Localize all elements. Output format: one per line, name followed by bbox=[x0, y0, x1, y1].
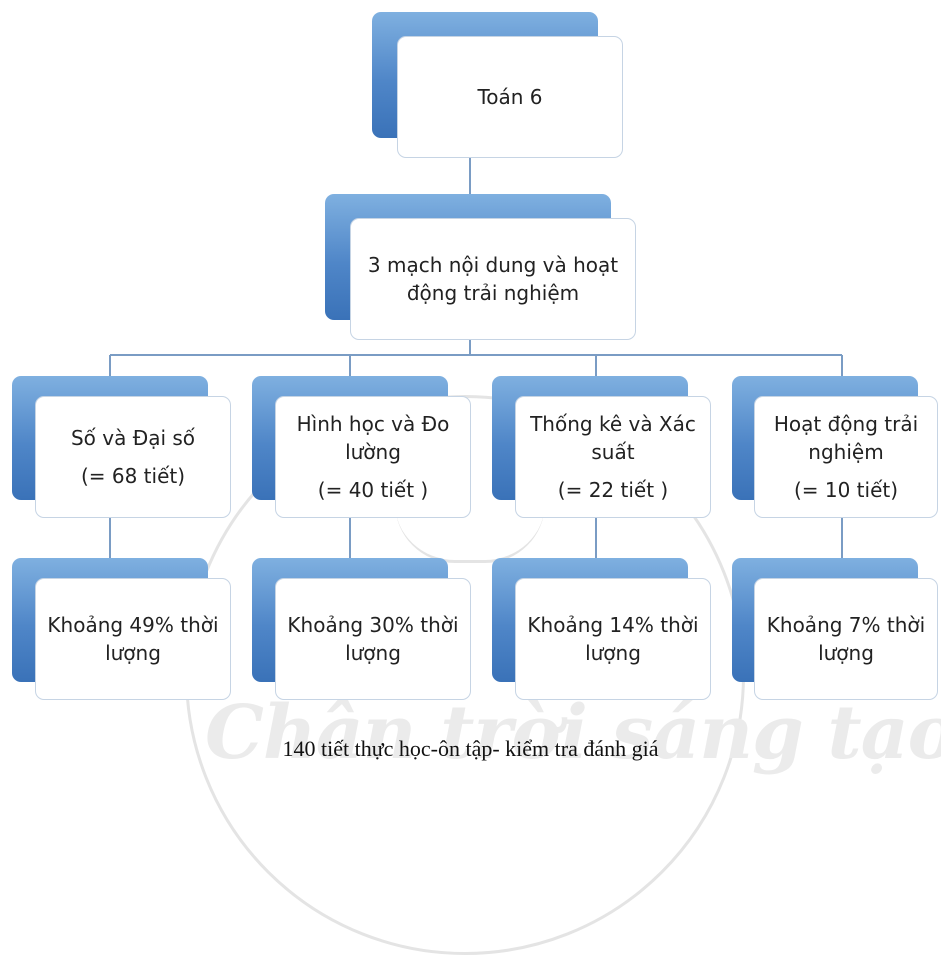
share-node-hinh-hoc: Khoảng 30% thời lượng bbox=[275, 578, 471, 700]
share-text: Khoảng 30% thời lượng bbox=[287, 613, 459, 665]
share-text: Khoảng 49% thời lượng bbox=[47, 613, 219, 665]
strand-node-hinh-hoc: Hình học và Đo lường (= 40 tiết ) bbox=[275, 396, 471, 518]
share-node-hoat-dong: Khoảng 7% thời lượng bbox=[754, 578, 938, 700]
strand-hours: (= 22 tiết ) bbox=[557, 478, 669, 502]
strand-name: Hình học và Đo lường bbox=[296, 412, 450, 464]
share-text: Khoảng 14% thời lượng bbox=[527, 613, 699, 665]
strand-hours: (= 68 tiết) bbox=[80, 464, 186, 488]
strand-name: Thống kê và Xác suất bbox=[530, 412, 696, 464]
strand-node-thong-ke: Thống kê và Xác suất (= 22 tiết ) bbox=[515, 396, 711, 518]
level2-node: 3 mạch nội dung và hoạt động trải nghiệm bbox=[350, 218, 636, 340]
root-node-title: Toán 6 bbox=[477, 85, 543, 109]
share-text: Khoảng 7% thời lượng bbox=[766, 613, 926, 665]
strand-name: Hoạt động trải nghiệm bbox=[773, 412, 919, 464]
share-node-so-dai-so: Khoảng 49% thời lượng bbox=[35, 578, 231, 700]
total-hours-caption: 140 tiết thực học-ôn tập- kiểm tra đánh … bbox=[282, 736, 659, 761]
level2-node-title: 3 mạch nội dung và hoạt động trải nghiệm bbox=[367, 253, 619, 305]
strand-hours: (= 10 tiết) bbox=[793, 478, 899, 502]
strand-hours: (= 40 tiết ) bbox=[317, 478, 429, 502]
root-node: Toán 6 bbox=[397, 36, 623, 158]
watermark-book-icon bbox=[395, 500, 545, 563]
strand-node-hoat-dong: Hoạt động trải nghiệm (= 10 tiết) bbox=[754, 396, 938, 518]
share-node-thong-ke: Khoảng 14% thời lượng bbox=[515, 578, 711, 700]
strand-node-so-dai-so: Số và Đại số (= 68 tiết) bbox=[35, 396, 231, 518]
strand-name: Số và Đại số bbox=[70, 426, 196, 450]
